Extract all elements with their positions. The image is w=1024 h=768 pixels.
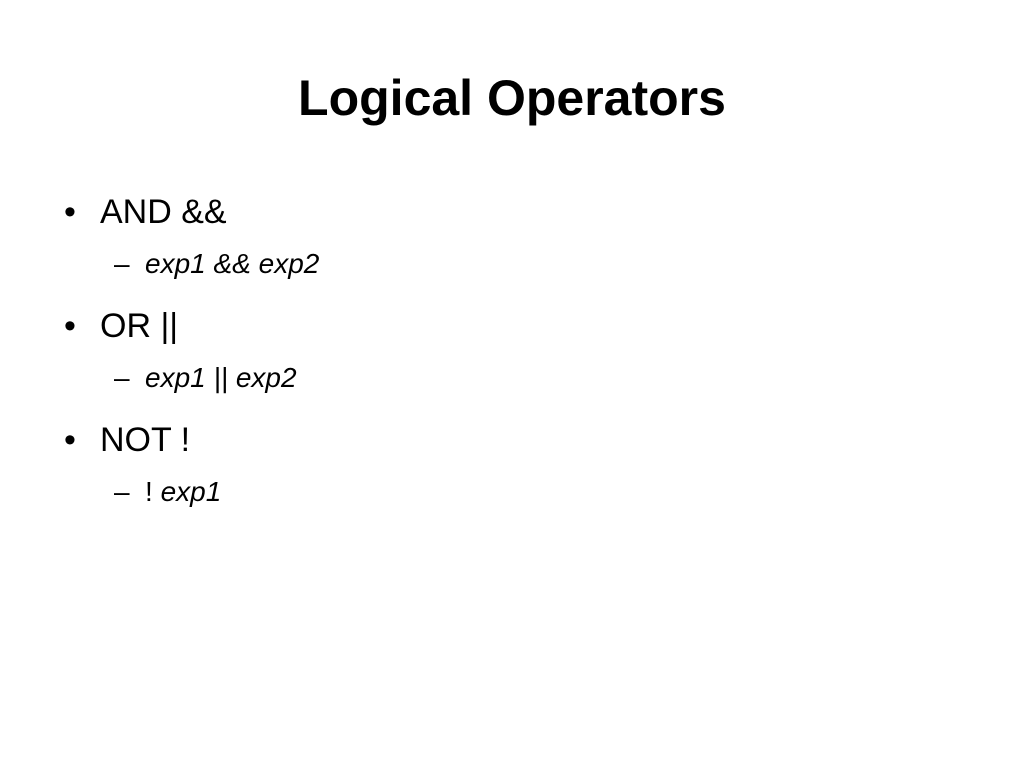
bullet-item-not: • NOT ! — [60, 416, 960, 464]
dash-icon: – — [114, 362, 130, 393]
bullet-list: • AND && – exp1 && exp2 • OR || – exp1 |… — [60, 188, 960, 530]
sub-bullet-not: – ! exp1 — [60, 472, 960, 512]
slide-title: Logical Operators — [298, 70, 726, 126]
sub-bullet-expression: exp1 && exp2 — [145, 248, 320, 279]
sub-bullet-expression: exp1 || exp2 — [145, 362, 297, 393]
bullet-label: OR || — [100, 307, 179, 345]
bullet-dot-icon: • — [64, 193, 76, 231]
dash-icon: – — [114, 476, 130, 507]
bullet-dot-icon: • — [64, 307, 76, 345]
sub-bullet-and: – exp1 && exp2 — [60, 244, 960, 284]
bullet-label: NOT ! — [100, 421, 191, 459]
sub-bullet-or: – exp1 || exp2 — [60, 358, 960, 398]
dash-icon: – — [114, 248, 130, 279]
bullet-label: AND && — [100, 193, 227, 231]
sub-bullet-prefix: ! — [145, 476, 161, 507]
bullet-dot-icon: • — [64, 421, 76, 459]
bullet-item-and: • AND && — [60, 188, 960, 236]
bullet-item-or: • OR || — [60, 302, 960, 350]
sub-bullet-expression: exp1 — [160, 476, 222, 507]
